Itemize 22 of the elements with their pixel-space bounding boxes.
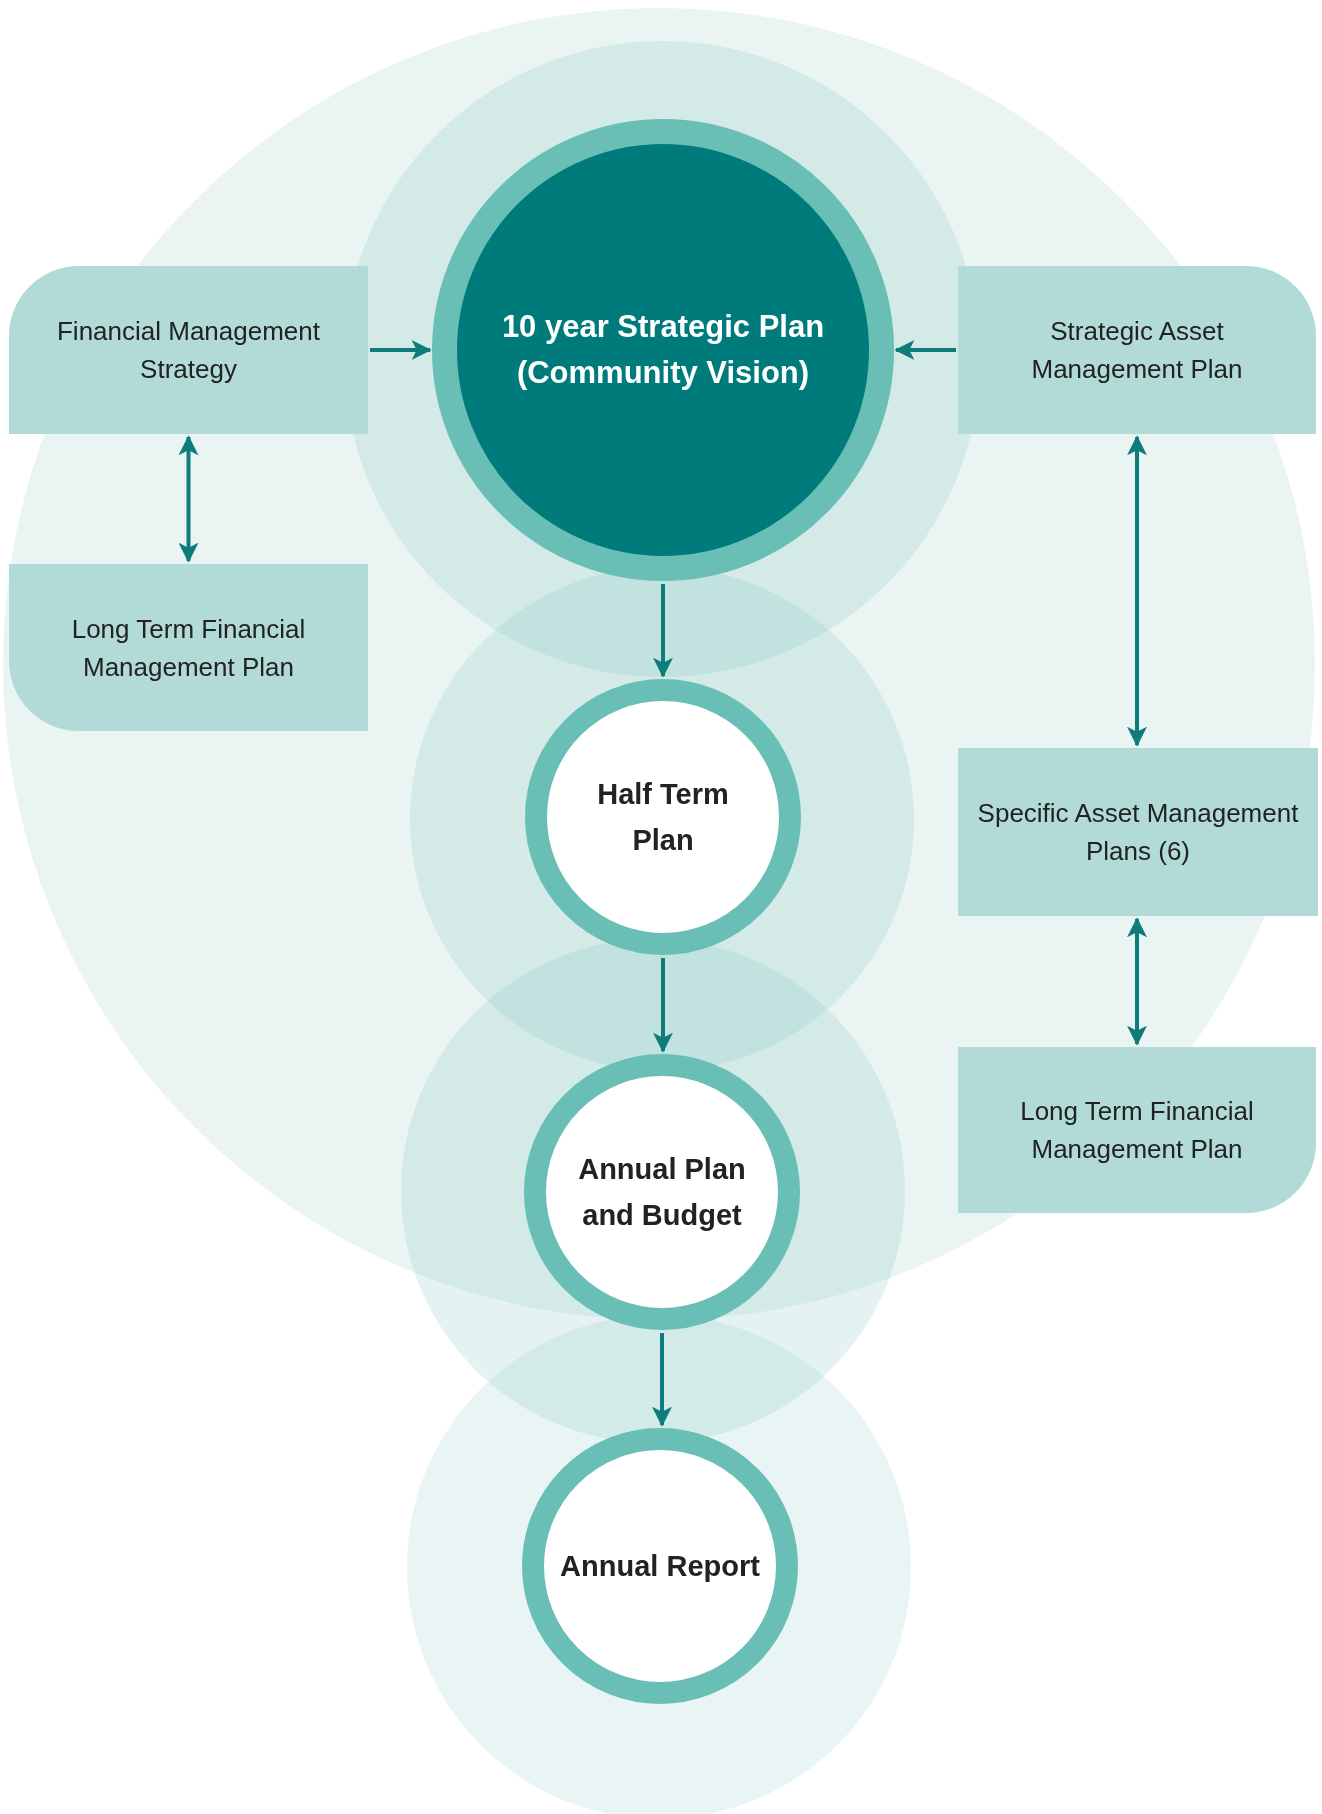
node-label: Financial Management Strategy	[55, 315, 321, 386]
arrow	[653, 584, 673, 678]
node-label: 10 year Strategic Plan (Community Vision)	[500, 308, 826, 392]
node-label: Annual Plan and Budget	[577, 1152, 747, 1233]
node-label: Strategic Asset Management Plan	[1030, 315, 1244, 386]
node-label: Half Term Plan	[596, 777, 730, 858]
arrow	[653, 958, 673, 1053]
plan-box	[9, 266, 368, 434]
arrow	[370, 340, 432, 360]
node-label: Long Term Financial Management Plan	[1019, 1095, 1255, 1166]
arrow	[178, 435, 199, 563]
plan-box	[958, 748, 1318, 916]
arrow	[1127, 917, 1147, 1046]
arrow	[652, 1333, 672, 1427]
arrow	[894, 340, 956, 360]
plan-box	[9, 564, 368, 731]
node-label: Long Term Financial Management Plan	[70, 612, 307, 684]
arrow	[1127, 435, 1147, 747]
node-label: Annual Report	[559, 1549, 761, 1584]
plan-box	[958, 266, 1316, 434]
node-label: Specific Asset Management Plans (6)	[976, 797, 1300, 868]
plan-box	[958, 1047, 1316, 1213]
